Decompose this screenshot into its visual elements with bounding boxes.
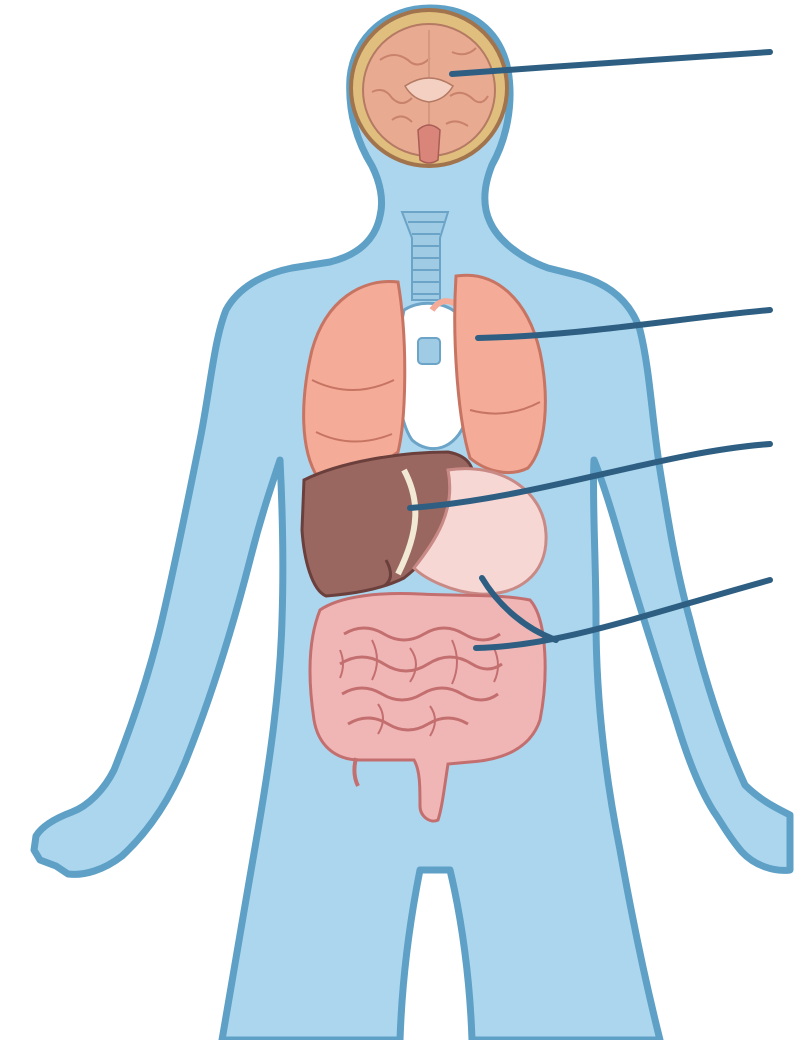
brain-icon (351, 10, 507, 166)
